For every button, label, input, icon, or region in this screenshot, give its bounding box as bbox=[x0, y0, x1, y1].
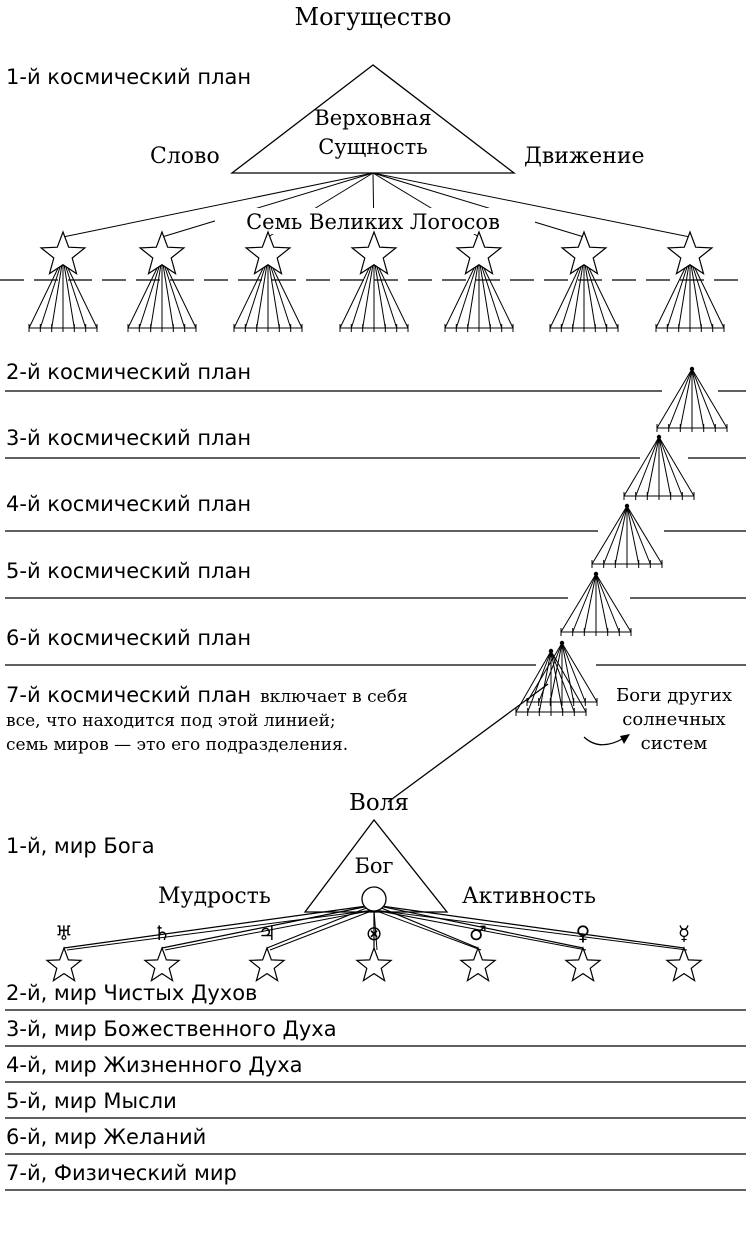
other-gods-line-1: Боги других bbox=[616, 685, 732, 706]
planet-rays bbox=[63, 904, 688, 951]
planet-star-icon bbox=[45, 946, 83, 982]
world-1-label: 1-й, мир Бога bbox=[6, 834, 155, 858]
logos-star-icon bbox=[39, 230, 87, 275]
label-will: Воля bbox=[349, 790, 409, 816]
world-2-label: 2-й, мир Чистых Духов bbox=[6, 981, 257, 1005]
label-activity: Активность bbox=[462, 884, 596, 909]
label-movement: Движение bbox=[524, 144, 645, 169]
plan-7-rest: включает в себя bbox=[260, 687, 408, 707]
curved-arrow bbox=[583, 736, 625, 746]
plan-7-line-3: семь миров — это его подразделения. bbox=[6, 735, 348, 755]
plan-2-label: 2-й космический план bbox=[6, 360, 251, 384]
world-6-label: 6-й, мир Желаний bbox=[6, 1125, 206, 1149]
planet-star-icon bbox=[564, 946, 602, 982]
cascade-fan-1 bbox=[656, 366, 728, 432]
plan-5-label: 5-й космический план bbox=[6, 559, 251, 583]
cascade-fan-6 bbox=[515, 648, 587, 716]
planet-symbol-icon: ♃ bbox=[258, 921, 276, 945]
logos-star-icon bbox=[560, 230, 608, 275]
logos-fan-7 bbox=[655, 255, 725, 332]
logos-fan-4 bbox=[339, 255, 409, 332]
god-triangle-text: Бог bbox=[354, 854, 393, 878]
plan-6-label: 6-й космический план bbox=[6, 626, 251, 650]
world-7-label: 7-й, Физический мир bbox=[6, 1161, 237, 1185]
curved-arrow-head bbox=[620, 734, 630, 744]
logos-label-bg bbox=[215, 208, 535, 234]
plan-4-label: 4-й космический план bbox=[6, 492, 251, 516]
logoi-rays bbox=[62, 172, 691, 238]
planet-star-icon bbox=[248, 946, 286, 982]
label-word: Слово bbox=[150, 144, 220, 169]
supreme-triangle-text-2: Сущность bbox=[318, 135, 427, 159]
logos-star-icon bbox=[244, 230, 292, 275]
planet-symbol-icon: ♅ bbox=[55, 921, 73, 945]
plan-7-text: 7-й космический план включает в себя bbox=[6, 683, 408, 707]
planet-star-icon bbox=[459, 946, 497, 982]
logos-fan-5 bbox=[444, 255, 514, 332]
label-might: Могущество bbox=[295, 3, 452, 31]
logos-star-icon bbox=[138, 230, 186, 275]
world-5-label: 5-й, мир Мысли bbox=[6, 1089, 177, 1113]
world-4-label: 4-й, мир Жизненного Духа bbox=[6, 1053, 303, 1077]
planet-symbol-icon: ♀ bbox=[576, 921, 591, 945]
planet-symbol-icon: ⊗ bbox=[366, 921, 383, 945]
logos-fan-6 bbox=[549, 255, 619, 332]
world-lines bbox=[5, 1009, 746, 1191]
plan-1-label: 1-й космический план bbox=[6, 65, 251, 89]
other-gods-line-3: систем bbox=[641, 733, 708, 754]
cascade-fan-3 bbox=[591, 503, 663, 568]
planet-star-icon bbox=[143, 946, 181, 982]
logos-star-icon bbox=[350, 230, 398, 275]
plan-7-title: 7-й космический план bbox=[6, 683, 251, 707]
planet-star-icon bbox=[355, 946, 393, 982]
cascade-fan-5 bbox=[526, 640, 598, 706]
planet-symbol-icon: ♄ bbox=[153, 921, 171, 945]
planet-symbol-icon: ♂ bbox=[469, 921, 487, 945]
cascade-fan-2 bbox=[623, 434, 695, 500]
logos-star-icon bbox=[666, 230, 714, 275]
label-wisdom: Мудрость bbox=[158, 884, 271, 909]
planet-symbol-icon: ☿ bbox=[678, 921, 690, 945]
plan-3-label: 3-й космический план bbox=[6, 426, 251, 450]
descending-fans bbox=[515, 366, 728, 716]
logos-label: Семь Великих Логосов bbox=[246, 210, 500, 234]
plan-lines bbox=[5, 390, 746, 666]
god-triangle bbox=[303, 818, 449, 913]
seven-planets: ♅ ♄ ♃ ⊗ ♂ ♀ ☿ bbox=[45, 921, 703, 982]
world-3-label: 3-й, мир Божественного Духа bbox=[6, 1017, 337, 1041]
logos-star-icon bbox=[455, 230, 503, 275]
planet-star-icon bbox=[665, 946, 703, 982]
logos-fan-2 bbox=[127, 255, 197, 332]
link-to-god bbox=[387, 683, 549, 803]
logos-fan-3 bbox=[233, 255, 303, 332]
plan-7-line-2: все, что находится под этой линией; bbox=[6, 711, 336, 731]
god-circle bbox=[361, 886, 387, 912]
cascade-fan-4 bbox=[560, 571, 632, 636]
supreme-triangle-text-1: Верховная bbox=[314, 106, 431, 130]
seven-logoi bbox=[28, 230, 725, 332]
logos-fan-1 bbox=[28, 255, 98, 332]
other-gods-line-2: солнечных bbox=[622, 709, 725, 730]
